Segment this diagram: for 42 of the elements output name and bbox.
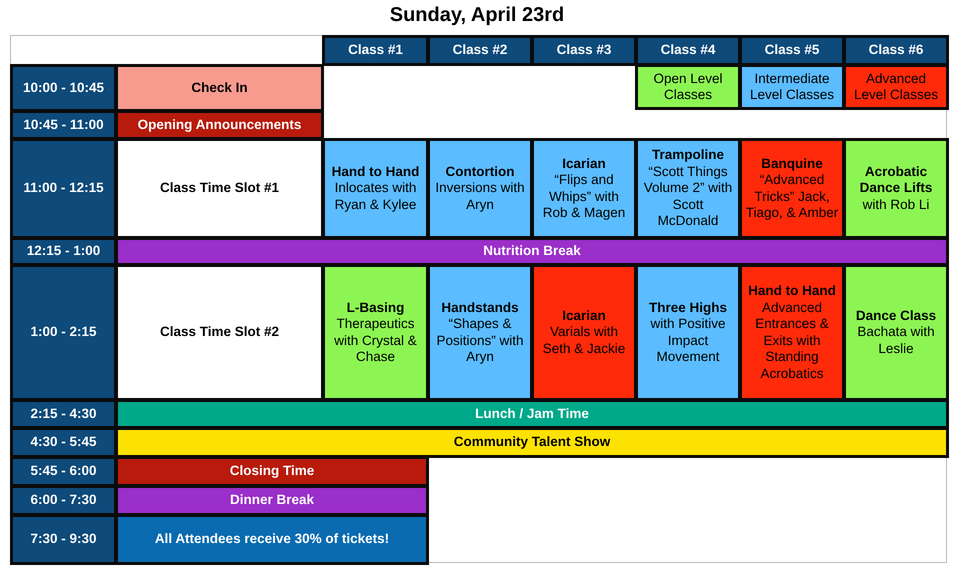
- time-slot: 5:45 - 6:00: [10, 456, 117, 487]
- class-header: Class #1: [322, 35, 429, 66]
- class-block: Acrobatic Dance Lifts with Rob Li: [843, 138, 949, 239]
- class-block: Contortion Inversions with Aryn: [427, 138, 533, 239]
- schedule-title: Sunday, April 23rd: [388, 4, 566, 27]
- class-header: Class #5: [739, 35, 845, 66]
- slot-block: Class Time Slot #2: [115, 264, 324, 401]
- class-block: Icarian Varials with Seth & Jackie: [531, 264, 637, 401]
- class-block: Hand to Hand Inlocates with Ryan & Kylee: [322, 138, 429, 239]
- class-block: Icarian “Flips and Whips” with Rob & Magen: [531, 138, 637, 239]
- class-block: Trampoline “Scott Things Volume 2” with Scott McDonald: [635, 138, 741, 239]
- time-slot: 6:00 - 7:30: [10, 485, 117, 516]
- legend-label: Open Level Classes: [652, 70, 724, 104]
- class-block: Banquine “Advanced Tricks” Jack, Tiago, & Amber: [739, 138, 845, 239]
- class-block: Dance Class Bachata with Leslie: [843, 264, 949, 401]
- event-block: Dinner Break: [115, 485, 429, 516]
- class-block: Hand to Hand Advanced Entrances & Exits with Standing Acrobatics: [739, 264, 845, 401]
- class-header: Class #6: [843, 35, 949, 66]
- time-slot: 11:00 - 12:15: [10, 138, 117, 239]
- class-block: Three Highs with Positive Impact Movement: [635, 264, 741, 401]
- legend-label: Advanced Level Classes: [852, 70, 940, 104]
- event-block: Check In: [115, 64, 324, 112]
- time-slot: 2:15 - 4:30: [10, 399, 117, 429]
- time-slot: 4:30 - 5:45: [10, 427, 117, 458]
- slot-block: Class Time Slot #1: [115, 138, 324, 239]
- time-slot: 1:00 - 2:15: [10, 264, 117, 401]
- event-block: Closing Time: [115, 456, 429, 487]
- class-block: L-Basing Therapeutics with Crystal & Chase: [322, 264, 429, 401]
- time-slot: 10:00 - 10:45: [10, 64, 117, 112]
- class-header: Class #3: [531, 35, 637, 66]
- event-block: Nutrition Break: [115, 237, 949, 266]
- time-slot: 10:45 - 11:00: [10, 110, 117, 140]
- event-block: All Attendees receive 30% of tickets!: [115, 514, 429, 565]
- time-slot: 12:15 - 1:00: [10, 237, 117, 266]
- class-header: Class #4: [635, 35, 741, 66]
- class-header: Class #2: [427, 35, 533, 66]
- time-slot: 7:30 - 9:30: [10, 514, 117, 565]
- event-block: Lunch / Jam Time: [115, 399, 949, 429]
- event-block: Opening Announcements: [115, 110, 324, 140]
- legend-label: Intermediate Level Classes: [748, 70, 836, 104]
- event-block: Community Talent Show: [115, 427, 949, 458]
- class-block: Handstands “Shapes & Positions” with Aryn: [427, 264, 533, 401]
